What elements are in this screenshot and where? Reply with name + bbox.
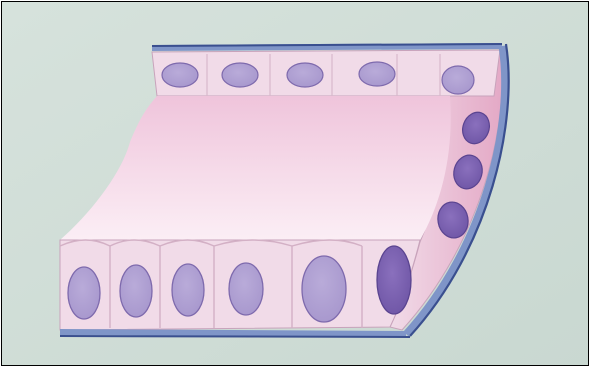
nucleus-bottom-1 bbox=[68, 267, 100, 319]
nucleus-bottom-5 bbox=[302, 256, 346, 322]
nucleus-bottom-6 bbox=[377, 246, 411, 314]
nucleus-bottom-2 bbox=[120, 265, 152, 317]
basement-membrane-bottom-line bbox=[60, 336, 410, 337]
nucleus-bottom-4 bbox=[229, 263, 263, 315]
basement-membrane-bottom bbox=[60, 332, 406, 334]
nucleus-top-4 bbox=[359, 62, 395, 86]
nucleus-top-3 bbox=[287, 63, 323, 87]
nucleus-bottom-3 bbox=[172, 264, 204, 316]
nucleus-top-2 bbox=[222, 63, 258, 87]
nucleus-top-5 bbox=[442, 66, 474, 94]
nucleus-top-1 bbox=[162, 63, 198, 87]
epithelium-diagram bbox=[2, 2, 589, 366]
